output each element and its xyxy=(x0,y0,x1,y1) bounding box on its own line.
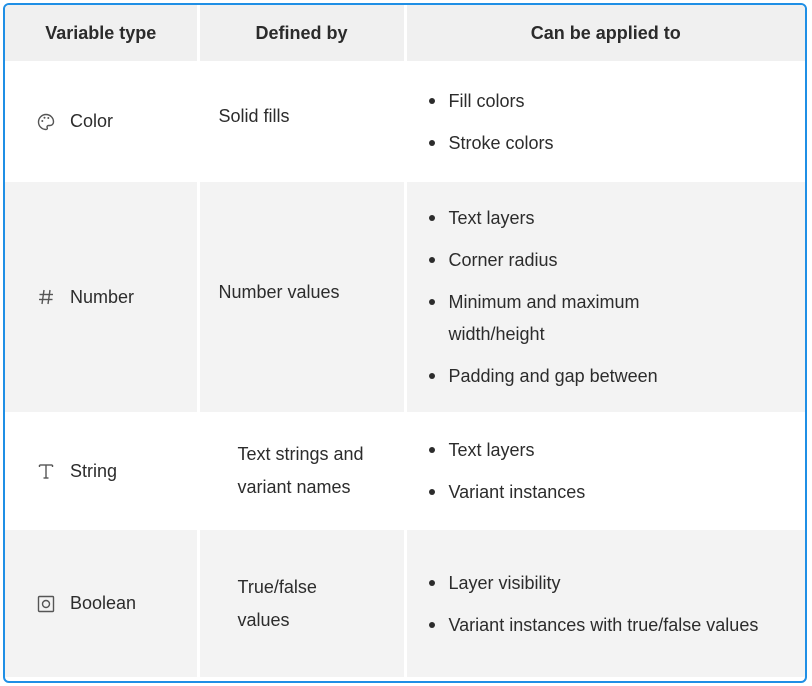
table-row: Number Number values Text layers Corner … xyxy=(5,182,805,412)
applied-to-cell: Fill colors Stroke colors xyxy=(405,61,805,182)
table-row: String Text strings and variant names Te… xyxy=(5,412,805,530)
text-t-icon xyxy=(35,460,57,482)
list-item: Minimum and maximum width/height xyxy=(428,286,689,350)
defined-by-cell: Text strings and variant names xyxy=(198,412,407,530)
defined-by-text: Text strings and variant names xyxy=(237,444,364,497)
variables-table: Variable type Defined by Can be applied … xyxy=(5,5,805,677)
type-cell: Number xyxy=(5,182,200,412)
list-item: Text layers xyxy=(428,434,806,466)
variables-table-frame: Variable type Defined by Can be applied … xyxy=(3,3,807,683)
table-header-row: Variable type Defined by Can be applied … xyxy=(5,5,805,61)
type-label: String xyxy=(70,460,118,481)
defined-by-text: True/false values xyxy=(237,576,317,630)
table-row: Boolean True/false values Layer visibili… xyxy=(5,530,805,677)
list-item: Fill colors xyxy=(428,85,806,117)
applied-to-cell: Layer visibility Variant instances with … xyxy=(405,530,805,677)
table-row: Color Solid fills Fill colors Stroke col… xyxy=(5,61,805,182)
applied-to-cell: Text layers Corner radius Minimum and ma… xyxy=(405,182,805,412)
list-item: Variant instances xyxy=(428,476,806,508)
type-cell: Color xyxy=(5,61,200,182)
applied-to-cell: Text layers Variant instances xyxy=(405,412,805,530)
type-label: Boolean xyxy=(70,593,137,613)
hash-icon xyxy=(35,286,57,308)
header-defined-by: Defined by xyxy=(198,5,407,61)
defined-by-cell: True/false values xyxy=(198,530,407,677)
list-item: Stroke colors xyxy=(428,127,806,159)
palette-icon xyxy=(35,111,57,133)
type-label: Color xyxy=(70,111,114,131)
defined-by-text: Number values xyxy=(218,281,340,302)
list-item: Layer visibility xyxy=(428,567,806,599)
defined-by-text: Solid fills xyxy=(218,106,290,126)
applied-to-list: Text layers Corner radius Minimum and ma… xyxy=(407,202,806,392)
header-applied-to: Can be applied to xyxy=(405,5,805,61)
list-item: Variant instances with true/false values xyxy=(428,609,779,641)
list-item: Text layers xyxy=(428,202,806,234)
defined-by-cell: Number values xyxy=(198,182,407,412)
type-cell: Boolean xyxy=(5,530,200,677)
list-item: Padding and gap between xyxy=(428,360,806,392)
applied-to-list: Fill colors Stroke colors xyxy=(407,85,806,159)
applied-to-list: Layer visibility Variant instances with … xyxy=(407,567,806,641)
applied-to-list: Text layers Variant instances xyxy=(407,434,806,508)
defined-by-cell: Solid fills xyxy=(198,61,407,182)
list-item: Corner radius xyxy=(428,244,806,276)
toggle-square-icon xyxy=(35,593,57,615)
type-label: Number xyxy=(70,286,135,307)
header-variable-type: Variable type xyxy=(5,5,200,61)
type-cell: String xyxy=(5,412,200,530)
